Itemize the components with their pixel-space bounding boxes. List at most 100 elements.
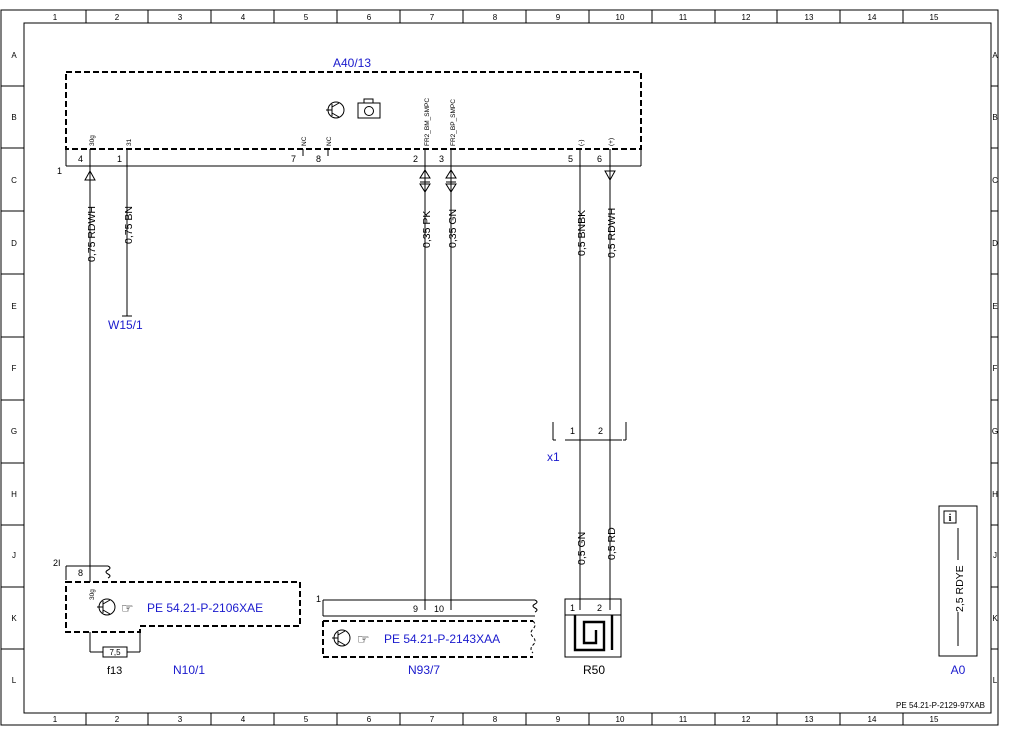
row-label: C [11, 176, 17, 185]
row-label: A [11, 51, 17, 60]
component-n10-1[interactable]: 2I 8 30g ☞ PE 54.21-P-2106XAE N10/1 [53, 558, 301, 677]
row-label: H [11, 490, 17, 499]
r50-label[interactable]: R50 [583, 663, 605, 677]
row-label: A [992, 51, 998, 60]
svg-text:(-): (-) [578, 140, 585, 147]
x1-pin-2: 2 [598, 426, 603, 436]
n10-1-label[interactable]: N10/1 [173, 663, 205, 677]
n93-pin-10: 10 [434, 604, 444, 614]
info-icon: i [949, 513, 952, 524]
grid-rows-left: A B C D E F G H J K L [1, 51, 24, 685]
col-label: 3 [178, 715, 183, 724]
transistor-icon [332, 629, 351, 647]
col-label: 14 [868, 715, 877, 724]
wire-0-75-rdwh[interactable]: 0,75 RDWH [84, 166, 98, 572]
wire-0-5-gn[interactable]: 0,5 GN [576, 440, 588, 610]
wire-label: 0,5 RDWH [606, 208, 618, 258]
w15-1-label[interactable]: W15/1 [108, 318, 143, 332]
n10-pin-name: 30g [89, 589, 96, 600]
n93-ref-link[interactable]: PE 54.21-P-2143XAA [384, 632, 500, 646]
col-label: 4 [241, 715, 246, 724]
svg-text:4: 4 [78, 154, 83, 164]
a40-pin-5: 5 (-) [568, 140, 585, 166]
svg-text:1: 1 [117, 154, 122, 164]
col-label: 14 [868, 13, 877, 22]
row-label: J [993, 551, 997, 560]
col-label: 7 [430, 13, 435, 22]
col-label: 8 [493, 715, 498, 724]
svg-text:3: 3 [439, 154, 444, 164]
wire-0-5-rdwh[interactable]: 0,5 RDWH [604, 166, 618, 440]
row-label: F [12, 364, 17, 373]
svg-text:31: 31 [126, 138, 133, 146]
n10-pin-8: 8 [78, 568, 83, 578]
n93-7-label[interactable]: N93/7 [408, 663, 440, 677]
camera-icon [357, 98, 381, 119]
col-label: 7 [430, 715, 435, 724]
inner-frame [23, 22, 992, 714]
col-label: 6 [367, 13, 372, 22]
component-a40-13[interactable]: A40/13 1 4 30g 1 31 [57, 56, 642, 176]
col-label: 10 [616, 715, 625, 724]
row-label: K [992, 614, 998, 623]
n93-box [322, 620, 533, 658]
r50-pin-2: 2 [597, 603, 602, 613]
col-label: 2 [115, 715, 120, 724]
svg-text:5: 5 [568, 154, 573, 164]
row-label: J [12, 551, 16, 560]
component-n93-7[interactable]: 1 9 10 ☞ PE 54.21-P-2143XAA N93/7 [316, 594, 538, 677]
wire-0-75-bn[interactable]: 0,75 BN [122, 166, 135, 317]
heater-element-icon [573, 615, 614, 652]
fuse-f13[interactable]: 7,5 f13 [89, 632, 141, 677]
col-label: 12 [742, 13, 751, 22]
col-label: 5 [304, 715, 309, 724]
fuse-rating: 7,5 [109, 648, 121, 657]
wire-0-35-gn[interactable]: 0,35 GN [445, 166, 459, 610]
grid-rows-right: A B C D E F G H J K L [991, 51, 998, 685]
n10-connector-label: 2I [53, 558, 61, 568]
col-label: 15 [930, 715, 939, 724]
row-label: B [992, 113, 997, 122]
a40-label[interactable]: A40/13 [333, 56, 371, 70]
a40-pin-1: 1 31 [117, 138, 133, 166]
row-label: D [992, 239, 998, 248]
pointing-hand-icon: ☞ [121, 601, 134, 617]
wire-0-5-bnbk[interactable]: 0,5 BNBK [576, 166, 588, 440]
a40-pin-2: 2 FR2_BM_SMPC [413, 98, 431, 166]
f13-label[interactable]: f13 [107, 665, 122, 677]
row-label: G [992, 427, 998, 436]
connector-x1[interactable]: 1 2 x1 [547, 422, 627, 464]
component-a0[interactable]: i 2,5 RDYE A0 [938, 505, 978, 677]
col-label: 13 [805, 13, 814, 22]
transistor-icon [97, 598, 116, 616]
svg-text:(+): (+) [608, 138, 615, 146]
transistor-icon [326, 101, 345, 119]
a40-pin-8: 8 NC [316, 136, 333, 164]
wire-0-5-rd[interactable]: 0,5 RD [606, 440, 618, 610]
row-label: L [993, 676, 998, 685]
component-r50[interactable]: 1 2 R50 [564, 598, 622, 677]
row-label: L [12, 676, 17, 685]
wire-label: 0,35 PK [421, 211, 433, 248]
wire-0-35-pk[interactable]: 0,35 PK [419, 166, 433, 610]
wire-label: 0,5 BNBK [576, 210, 588, 256]
a0-wire-label: 2,5 RDYE [954, 565, 966, 612]
x1-label[interactable]: x1 [547, 450, 560, 464]
col-label: 6 [367, 715, 372, 724]
col-label: 12 [742, 715, 751, 724]
x1-pin-1: 1 [570, 426, 575, 436]
col-label: 10 [616, 13, 625, 22]
col-label: 9 [556, 13, 561, 22]
row-label: G [11, 427, 17, 436]
a40-pin-3: 3 FR2_BP_SMPC [439, 99, 457, 166]
a0-label[interactable]: A0 [951, 663, 966, 677]
row-label: E [992, 302, 997, 311]
svg-text:7: 7 [291, 154, 296, 164]
grid-columns-bottom: 1 2 3 4 5 6 7 8 9 10 11 12 13 14 15 [53, 713, 939, 725]
wire-label: 0,75 RDWH [86, 206, 98, 262]
col-label: 8 [493, 13, 498, 22]
svg-text:30g: 30g [89, 135, 96, 146]
n10-ref-link[interactable]: PE 54.21-P-2106XAE [147, 601, 263, 615]
col-label: 11 [679, 13, 688, 22]
row-label: E [11, 302, 16, 311]
